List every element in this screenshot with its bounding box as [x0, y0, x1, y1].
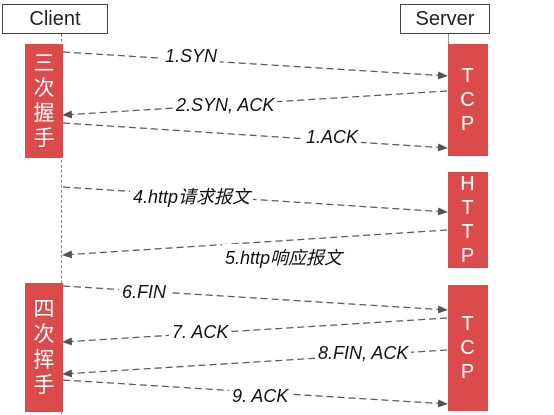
client-label: Client: [29, 7, 81, 30]
message-label-2: 2.SYN, ACK: [173, 95, 278, 116]
server-label: Server: [415, 7, 475, 30]
message-label-5: 5.http响应报文: [222, 244, 346, 270]
server-tcp-char-3: P: [460, 113, 476, 135]
handshake-char-1: 三: [33, 51, 55, 75]
server-tcp-char-1: T: [461, 65, 475, 87]
server-tcp2-char-1: T: [461, 313, 475, 335]
server-tcp2-char-3: P: [460, 361, 476, 383]
message-label-3: 1.ACK: [303, 127, 362, 148]
arrow-6-fin: [62, 285, 448, 314]
server-http-char-2: T: [461, 197, 475, 219]
arrow-3-ack: [62, 122, 448, 152]
handshake-char-4: 手: [33, 127, 55, 151]
server-tcp2-char-2: C: [460, 337, 476, 359]
teardown-char-1: 四: [33, 298, 55, 322]
handshake-char-2: 次: [33, 76, 55, 100]
message-label-9: 9. ACK: [229, 386, 292, 407]
message-label-6: 6.FIN: [119, 282, 170, 303]
server-tcp-char-2: C: [460, 89, 476, 111]
server-http-block: H T T P: [448, 172, 488, 268]
arrow-1-syn: [62, 51, 448, 80]
server-tcp-handshake-block: T C P: [448, 44, 488, 156]
server-http-char-3: T: [461, 221, 475, 243]
message-label-7: 7. ACK: [169, 322, 232, 343]
handshake-char-3: 握: [33, 102, 55, 125]
message-label-8: 8.FIN, ACK: [315, 343, 412, 364]
teardown-char-2: 次: [33, 323, 55, 347]
server-lifeline: [448, 34, 449, 44]
message-label-1: 1.SYN: [162, 46, 221, 67]
teardown-block: 四 次 挥 手: [25, 283, 63, 412]
server-http-char-1: H: [460, 173, 476, 195]
message-label-4: 4.http请求报文: [130, 183, 254, 209]
client-participant-box: Client: [2, 4, 108, 34]
handshake-block: 三 次 握 手: [25, 44, 63, 158]
teardown-char-3: 挥: [33, 348, 55, 372]
arrow-4-http-request: [62, 186, 448, 216]
server-tcp-teardown-block: T C P: [448, 285, 488, 411]
teardown-char-4: 手: [33, 373, 55, 397]
arrow-5-http-response: [62, 229, 448, 259]
arrow-8-fin-ack: [62, 349, 448, 378]
server-http-char-4: P: [460, 245, 476, 267]
client-lifeline: [61, 34, 62, 414]
arrow-7-ack: [62, 317, 448, 346]
server-participant-box: Server: [400, 4, 490, 34]
